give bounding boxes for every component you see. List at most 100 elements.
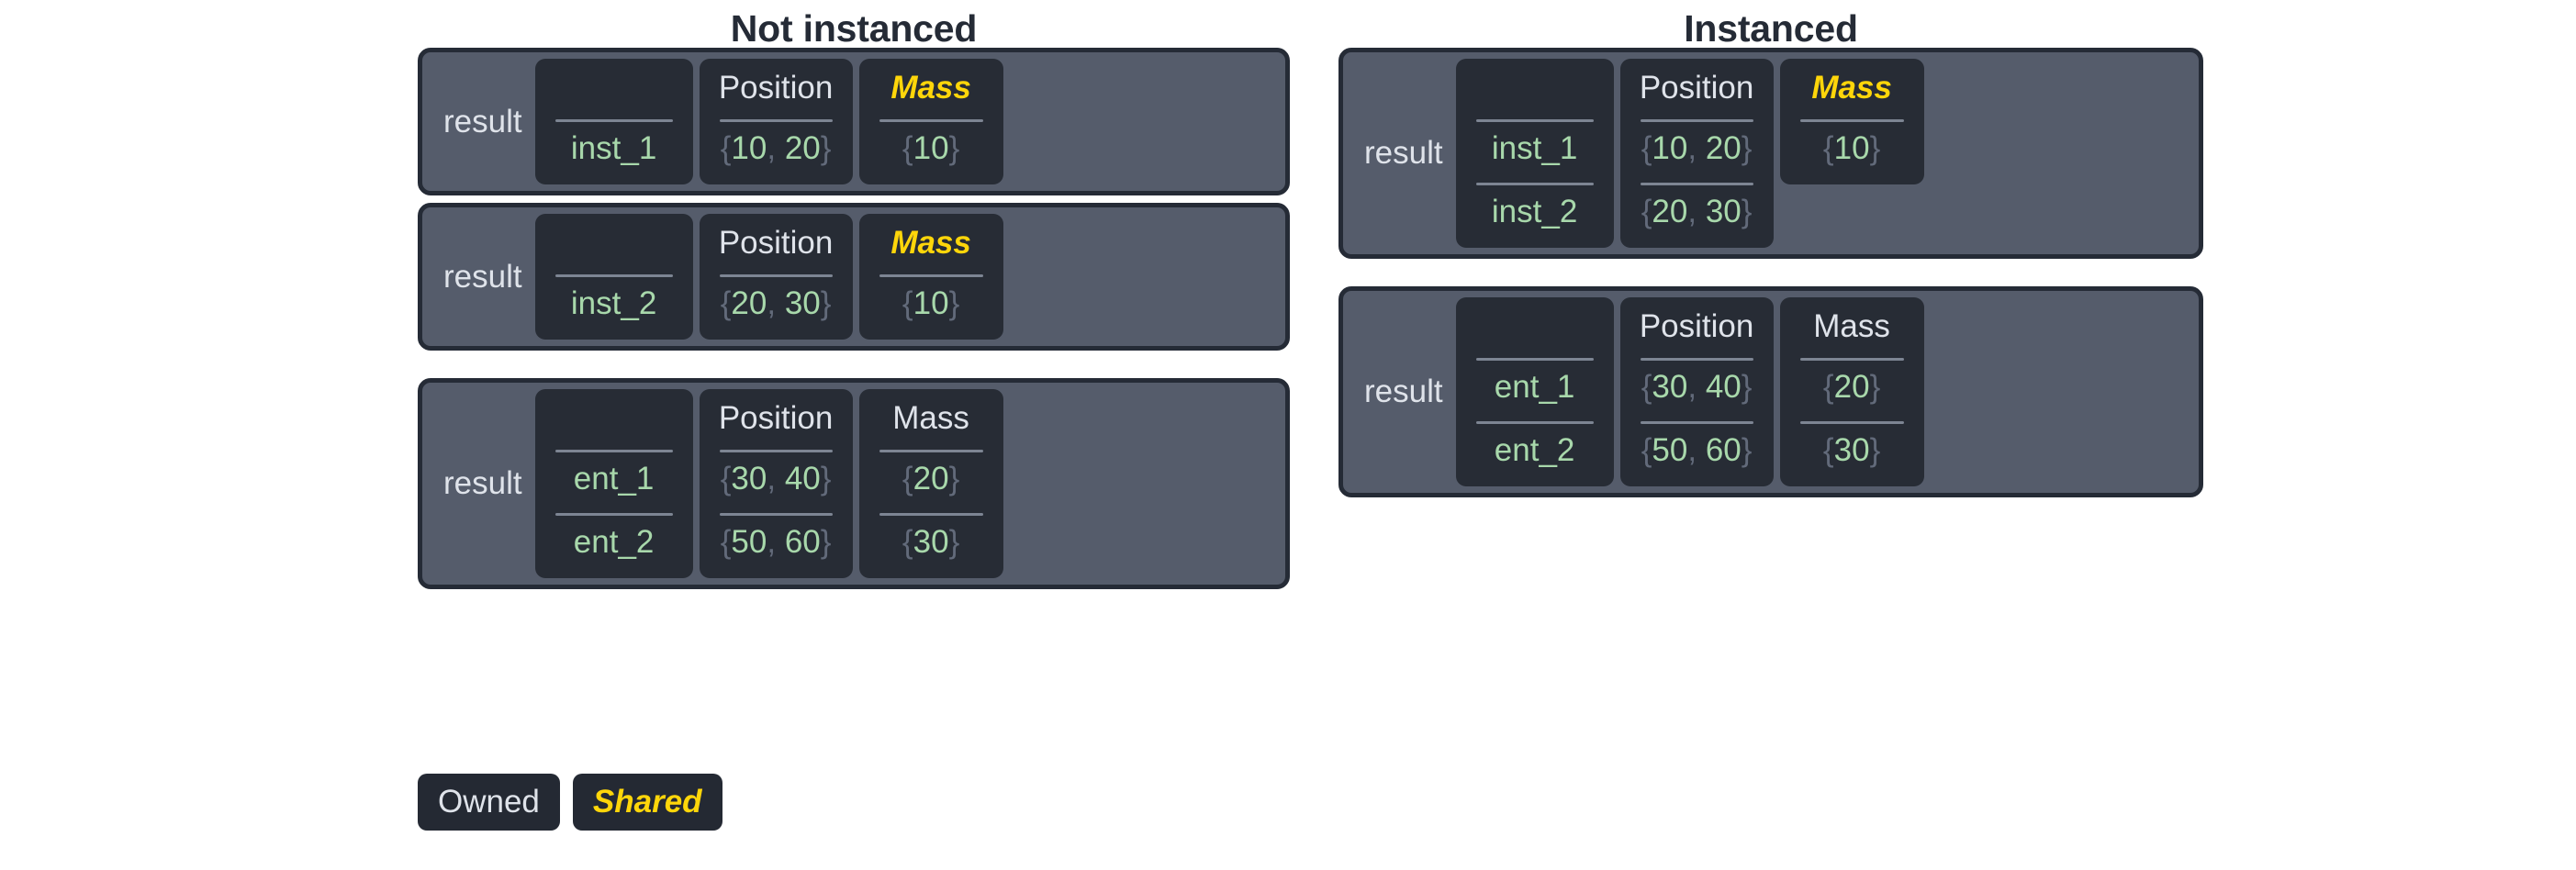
column-header [535, 219, 693, 267]
brace: } [1741, 369, 1753, 405]
row-divider [879, 450, 983, 452]
column-header [1456, 64, 1614, 112]
row-divider [1475, 358, 1594, 361]
brace: } [1741, 194, 1753, 229]
row-divider [879, 119, 983, 122]
column: inst_1 [534, 59, 693, 184]
cell-value: {30, 40} [1641, 369, 1753, 405]
row-divider [554, 450, 673, 452]
comma: , [767, 285, 777, 321]
brace: { [1641, 194, 1652, 229]
cell-value: {20, 30} [1641, 194, 1753, 229]
row-divider [1475, 119, 1594, 122]
brace: { [902, 130, 913, 166]
row-divider [719, 513, 833, 516]
cell-value: inst_2 [1491, 194, 1578, 229]
cell-value: ent_1 [1494, 369, 1575, 405]
brace: } [948, 285, 960, 321]
brace: } [820, 285, 832, 321]
cell-value: {20} [1822, 369, 1881, 405]
row-divider [719, 450, 833, 452]
cell-value: {30} [902, 524, 960, 560]
row-divider [879, 274, 983, 277]
column: Mass {20} {30} [858, 389, 1003, 578]
row-divider [554, 513, 673, 516]
column-header: Mass [892, 400, 969, 436]
column: Mass{10} [1779, 59, 1924, 184]
brace: { [1822, 432, 1834, 468]
cell-value: inst_1 [570, 130, 657, 166]
comma: , [1687, 130, 1697, 166]
brace: } [1869, 130, 1881, 166]
result-label: result [443, 465, 522, 501]
brace: } [948, 130, 960, 166]
cell-value: {20, 30} [720, 285, 832, 321]
column-header: Mass [890, 70, 971, 106]
cell-value: ent_2 [1494, 432, 1575, 468]
brace: } [820, 130, 832, 166]
row-divider [879, 513, 983, 516]
row-divider [719, 119, 833, 122]
cell-value: {20} [902, 461, 960, 496]
row-divider [1475, 183, 1594, 185]
cell-value: {30, 40} [720, 461, 832, 496]
column-header: Position [1639, 70, 1754, 106]
column-header [535, 395, 693, 442]
cell-value: {50, 60} [1641, 432, 1753, 468]
result-label: result [1364, 135, 1443, 171]
row-divider [1640, 119, 1753, 122]
panel-title-not-instanced: Not instanced [730, 7, 978, 50]
brace: { [720, 461, 732, 496]
brace: } [948, 461, 960, 496]
row-divider [554, 274, 673, 277]
brace: } [1741, 130, 1753, 166]
panel-title-instanced: Instanced [1684, 7, 1858, 50]
brace: } [820, 524, 832, 560]
column: Position {10, 20} {20, 30} [1619, 59, 1774, 248]
brace: { [1641, 369, 1652, 405]
cell-value: {50, 60} [720, 524, 832, 560]
brace: } [948, 524, 960, 560]
row-divider [1799, 358, 1904, 361]
row-divider [1640, 421, 1753, 424]
cell-value: {10, 20} [1641, 130, 1753, 166]
column: Mass{10} [858, 214, 1003, 340]
row-divider [1640, 358, 1753, 361]
column-header [535, 64, 693, 112]
column-header: Mass [890, 225, 971, 261]
column-header [1456, 303, 1614, 351]
brace: } [820, 461, 832, 496]
brace: { [902, 524, 913, 560]
result-label: result [443, 258, 522, 295]
row-divider [554, 119, 673, 122]
comma: , [767, 461, 777, 496]
row-divider [1475, 421, 1594, 424]
brace: { [1822, 130, 1834, 166]
brace: } [1741, 432, 1753, 468]
brace: { [1822, 369, 1834, 405]
cell-value: ent_2 [573, 524, 655, 560]
brace: { [1641, 432, 1652, 468]
brace: } [1869, 432, 1881, 468]
comma: , [767, 524, 777, 560]
row-divider [1640, 183, 1753, 185]
row-divider [719, 274, 833, 277]
brace: { [720, 524, 732, 560]
brace: { [720, 285, 732, 321]
column-header: Position [718, 400, 834, 436]
comma: , [1687, 432, 1697, 468]
brace: { [902, 285, 913, 321]
